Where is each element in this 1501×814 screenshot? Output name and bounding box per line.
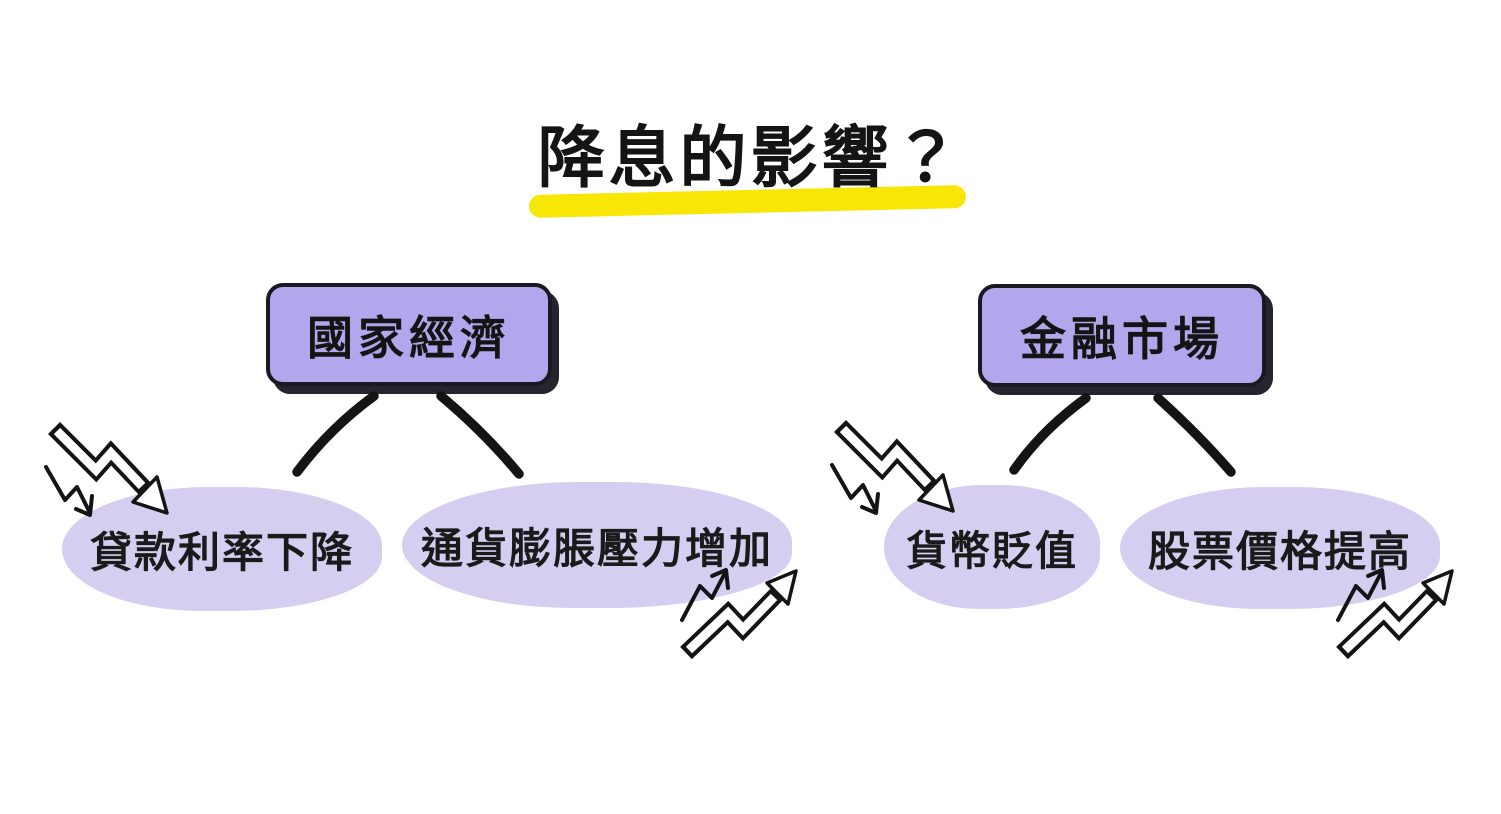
connector-economy-to-inflation (436, 391, 524, 479)
connector-market-to-stock (1153, 393, 1236, 477)
connector-market-to-currency (1009, 393, 1091, 475)
branch-box-financial-market: 金融市場 (978, 284, 1266, 387)
page-title: 降息的影響？ (537, 119, 964, 197)
leaf-label: 貸款利率下降 (89, 527, 354, 577)
leaf-ellipse-loan-rate-decrease: 貸款利率下降 (62, 487, 382, 611)
leaf-ellipse-stock-price-increase: 股票價格提高 (1120, 487, 1440, 609)
branch-box-national-economy: 國家經濟 (266, 283, 552, 386)
branch-box-label: 金融市場 (1020, 311, 1224, 366)
leaf-label: 股票價格提高 (1147, 526, 1412, 576)
leaf-label: 貨幣貶值 (906, 527, 1078, 575)
leaf-ellipse-inflation-pressure-increase: 通貨膨脹壓力增加 (402, 482, 792, 608)
branch-box-label: 國家經濟 (307, 310, 511, 365)
leaf-label: 通貨膨脹壓力增加 (420, 523, 773, 573)
connector-economy-to-loan-rate (292, 391, 379, 477)
leaf-ellipse-currency-depreciation: 貨幣貶值 (884, 485, 1100, 609)
